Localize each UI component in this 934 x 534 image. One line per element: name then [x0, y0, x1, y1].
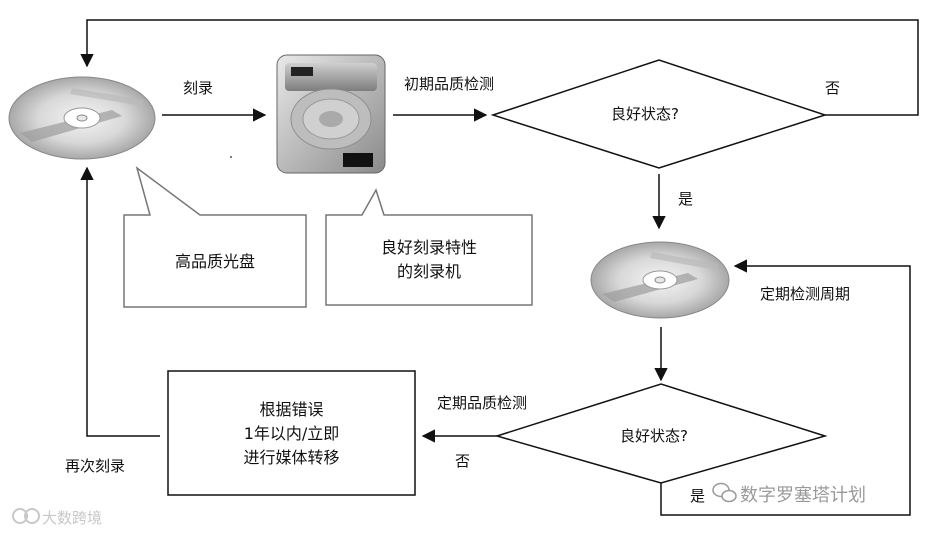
label-no-top: 否 — [825, 79, 841, 97]
optical-disc-icon — [590, 241, 730, 319]
action-line2: 1年以内/立即 — [243, 424, 340, 443]
label-no-bottom: 否 — [455, 452, 471, 470]
action-line3: 进行媒体转移 — [243, 448, 340, 467]
label-burn: 刻录 — [183, 79, 214, 97]
callout-drive-line2: 的刻录机 — [396, 262, 461, 281]
action-box-text: 根据错误 1年以内/立即 进行媒体转移 — [168, 398, 415, 470]
wechat-watermark: 数字罗塞塔计划 — [740, 485, 866, 506]
optical-disc-icon — [8, 76, 156, 160]
arrow-reburn — [80, 166, 160, 437]
label-yes-bottom: 是 — [690, 487, 706, 505]
decision-diamond-2 — [494, 383, 828, 484]
arrow-yes-loop — [660, 259, 911, 516]
callout-drive-line1: 良好刻录特性 — [380, 238, 477, 257]
callout-drive — [325, 188, 533, 306]
callout-drive-text: 良好刻录特性 的刻录机 — [326, 236, 532, 284]
callout-disc-quality — [123, 166, 307, 308]
label-yes-1: 是 — [678, 190, 694, 208]
label-periodic-cycle: 定期检测周期 — [760, 285, 851, 303]
action-box — [167, 370, 416, 496]
action-line1: 根据错误 — [259, 400, 324, 419]
label-periodic-check: 定期品质检测 — [437, 394, 528, 412]
corner-logo-icon — [12, 508, 40, 524]
label-initial-check: 初期品质检测 — [404, 75, 495, 93]
corner-watermark: 大数跨境 — [42, 509, 103, 527]
wechat-icon — [712, 482, 737, 503]
decision-label-1: 良好状态? — [611, 105, 679, 123]
arrow-no-return-top — [80, 19, 919, 116]
label-reburn: 再次刻录 — [65, 457, 126, 475]
decision-label-2: 良好状态? — [620, 427, 688, 445]
disc-drive-icon — [276, 54, 386, 174]
callout-disc-text: 高品质光盘 — [174, 252, 255, 271]
